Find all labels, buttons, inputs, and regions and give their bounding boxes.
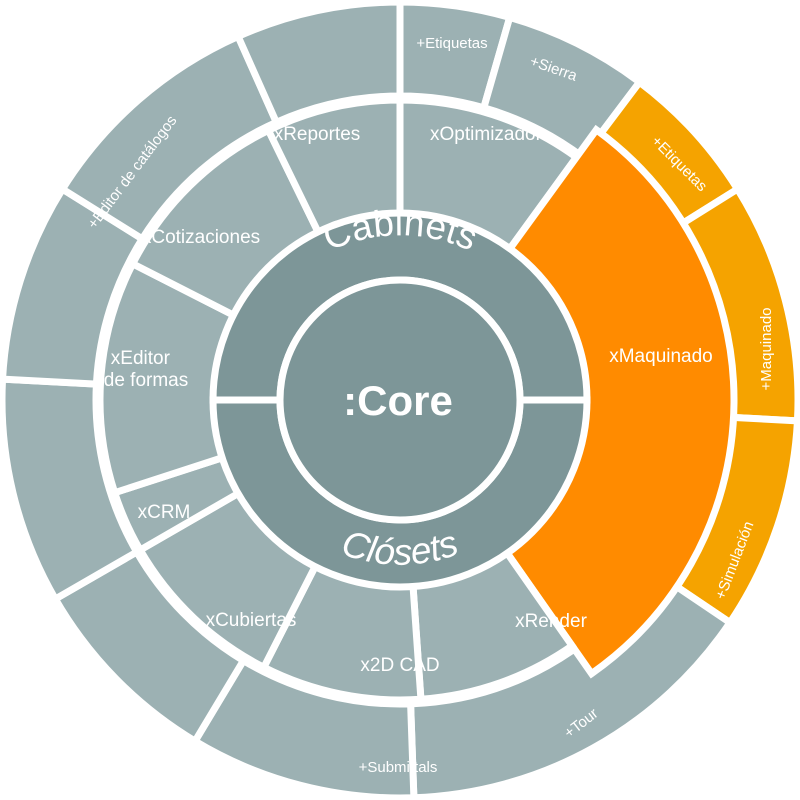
module-label-xoptimizador: xOptimizador [430, 124, 543, 145]
module-label-x2dcad: x2D CAD [360, 655, 439, 676]
addon-label-submittals: +Submittals [359, 759, 438, 776]
module-label-xcotizaciones: xCotizaciones [142, 227, 260, 248]
module-label-xeditor-formas: xEditor de formas [104, 348, 188, 391]
addon-blank-4 [233, 0, 404, 127]
module-label-xeditor-formas-line-2: de formas [104, 370, 188, 391]
module-label-xrender: xRender [515, 611, 587, 632]
addon-label-etiquetas-top: +Etiquetas [416, 35, 487, 52]
module-label-xmaquinado: xMaquinado [609, 346, 713, 367]
module-label-xcubiertas: xCubiertas [206, 610, 297, 631]
module-label-xeditor-formas-line-1: xEditor [111, 348, 171, 369]
addon-label-maquinado: +Maquinado [758, 308, 775, 391]
core-circle[interactable] [276, 276, 524, 524]
core-label: :Core [343, 377, 453, 424]
module-label-xreportes: xReportes [274, 124, 361, 145]
module-label-xcrm: xCRM [138, 502, 191, 523]
